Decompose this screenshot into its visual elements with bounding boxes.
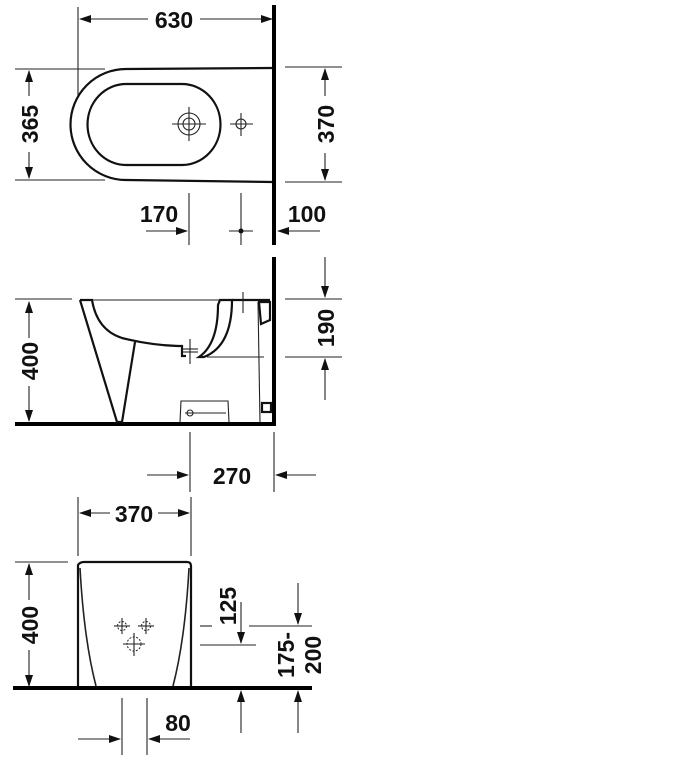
- dim-125: 125: [215, 587, 241, 626]
- bowl-profile: [80, 298, 186, 358]
- front-body-outline: [76, 560, 193, 686]
- dim-365: 365: [17, 105, 43, 144]
- top-view: 630 365 370 170: [15, 5, 342, 245]
- dim-630: 630: [155, 7, 193, 33]
- dim-200: 200: [300, 636, 326, 674]
- dim-175: 175-: [273, 632, 299, 678]
- dim-370-top: 370: [313, 105, 339, 143]
- dim-270: 270: [213, 463, 251, 489]
- dim-170: 170: [140, 201, 178, 227]
- dim-400-front: 400: [17, 606, 43, 644]
- front-view: 370 400 125 1: [13, 497, 326, 755]
- basin-outline: [86, 82, 222, 167]
- dim-100: 100: [288, 201, 326, 227]
- side-view: 400 190 270: [15, 257, 342, 492]
- dim-370-front: 370: [115, 501, 153, 527]
- bowl-outline: [69, 66, 273, 184]
- dim-190: 190: [313, 309, 339, 347]
- dim-400-side: 400: [17, 342, 43, 380]
- dim-80: 80: [165, 710, 191, 736]
